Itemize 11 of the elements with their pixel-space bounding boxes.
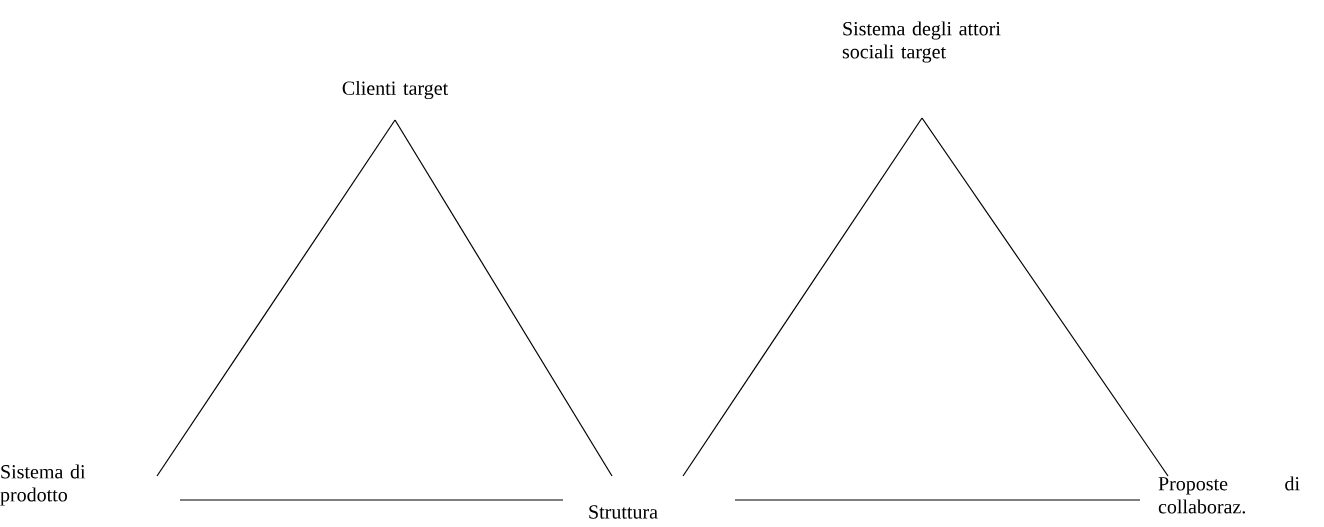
vertex-label: Clienti target [342, 80, 449, 100]
triangle-side [682, 117, 923, 477]
vertex-label: Sistema di prodotto [0, 464, 86, 506]
triangle-side [734, 499, 1141, 501]
triangle-side [156, 119, 396, 477]
vertex-label: Sistema degli attori sociali target [842, 21, 1001, 63]
triangle-side [394, 119, 613, 477]
triangle-side [921, 117, 1169, 477]
vertex-label: Struttura [589, 505, 658, 519]
triangle-side [179, 499, 564, 501]
vertex-label: Proposte di collaboraz. [1158, 476, 1300, 514]
